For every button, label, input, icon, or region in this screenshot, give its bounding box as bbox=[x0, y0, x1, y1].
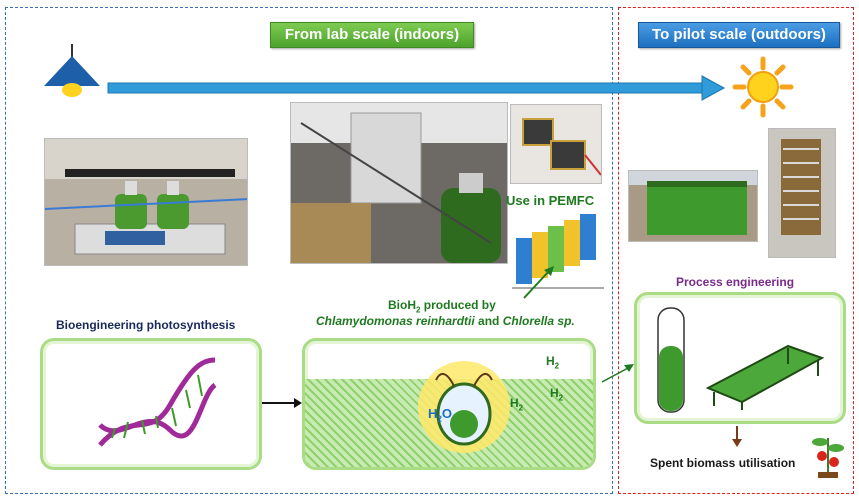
h2-right-label: H2 bbox=[550, 386, 563, 402]
bioh2-prefix: BioH bbox=[388, 298, 416, 312]
process-engineering-label: Process engineering bbox=[676, 275, 795, 289]
species-label: Chlamydomonas reinhardtii and Chlorella … bbox=[316, 314, 575, 328]
shaker-flasks-photo bbox=[44, 138, 248, 266]
h2o-h: H bbox=[428, 406, 438, 421]
h2-right-h: H bbox=[550, 386, 559, 400]
lab-scale-banner: From lab scale (indoors) bbox=[270, 22, 474, 48]
bioengineering-label: Bioengineering photosynthesis bbox=[56, 318, 236, 332]
fuel-cell-photo bbox=[510, 104, 602, 184]
pilot-scale-banner: To pilot scale (outdoors) bbox=[638, 22, 840, 48]
tomato-plant bbox=[812, 438, 844, 478]
pemfc-stack-diagram bbox=[512, 214, 604, 289]
test-tube bbox=[657, 307, 685, 413]
h2o-o: O bbox=[441, 406, 452, 421]
lab-bench-photo bbox=[290, 102, 508, 264]
h2o-label: H2O bbox=[428, 406, 452, 424]
species-1: Chlamydomonas reinhardtii bbox=[316, 314, 475, 328]
cell-to-process-arrow bbox=[601, 364, 634, 383]
bioh2-label: BioH2 produced by bbox=[388, 298, 496, 314]
sun-icon bbox=[732, 56, 794, 118]
h2-cell-sub: 2 bbox=[518, 403, 524, 413]
species-and: and bbox=[474, 314, 503, 328]
spent-biomass-label: Spent biomass utilisation bbox=[650, 456, 796, 470]
pemfc-label: Use in PEMFC bbox=[506, 193, 595, 208]
dna-panel bbox=[40, 338, 262, 470]
h2-top-sub: 2 bbox=[554, 361, 560, 371]
h2o-sub: 2 bbox=[437, 414, 442, 424]
raceway-pond bbox=[705, 344, 825, 410]
bioh2-sub: 2 bbox=[416, 305, 421, 315]
process-to-biomass-arrow bbox=[732, 426, 742, 447]
species-2: Chlorella sp. bbox=[502, 314, 575, 328]
dna-to-cell-arrow bbox=[262, 398, 302, 408]
pilot-scale-frame bbox=[618, 7, 854, 494]
h2-top-h: H bbox=[546, 354, 555, 368]
vertical-pbr-photo bbox=[768, 128, 836, 258]
h2-cell-label: H2 bbox=[510, 396, 523, 412]
algae-cell bbox=[418, 361, 510, 453]
timeline-arrow bbox=[107, 75, 726, 101]
outdoor-reactor-photo bbox=[628, 170, 758, 242]
bioh2-suffix: produced by bbox=[420, 298, 496, 312]
h2-cell-h: H bbox=[510, 396, 519, 410]
dna-helix bbox=[98, 357, 217, 447]
lamp-icon bbox=[44, 44, 100, 97]
h2-headspace-label: H2 bbox=[546, 354, 559, 370]
h2-right-sub: 2 bbox=[558, 393, 564, 403]
lab-scale-frame bbox=[5, 7, 613, 494]
bioh2-to-pemfc-arrow bbox=[523, 266, 554, 299]
